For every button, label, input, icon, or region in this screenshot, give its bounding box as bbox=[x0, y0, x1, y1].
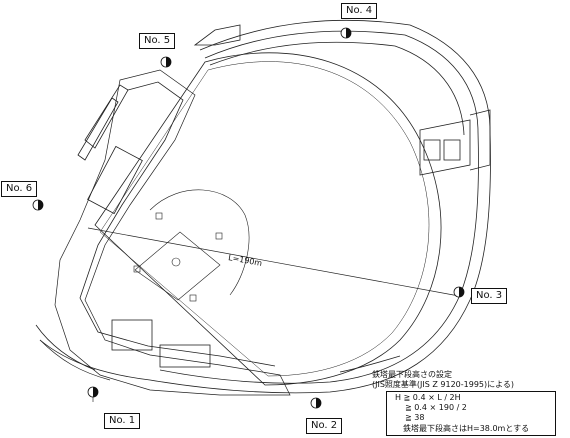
formula-line-1: H ≧ 0.4 × L / 2H bbox=[395, 393, 461, 402]
outfield-fence bbox=[94, 52, 442, 386]
notes-basis: (JIS照度基準(JIS Z 9120-1995)による) bbox=[372, 380, 515, 389]
east-ramp bbox=[469, 109, 491, 171]
west-building-inner bbox=[79, 81, 276, 367]
ne-building bbox=[193, 24, 241, 46]
tower-label-no4: No. 4 bbox=[341, 3, 378, 19]
pitcher-mound bbox=[171, 257, 181, 267]
tower-marker-no3 bbox=[453, 286, 465, 298]
formula-line-2: ≧ 0.4 × 190 / 2 bbox=[405, 403, 467, 412]
infield-arc bbox=[149, 189, 250, 296]
tower-label-no1: No. 1 bbox=[104, 413, 141, 429]
tower-marker-no5 bbox=[160, 56, 172, 68]
west-building bbox=[54, 69, 291, 396]
base-third bbox=[133, 265, 141, 273]
tower-marker-no1 bbox=[87, 386, 99, 402]
formula-line-3: ≧ 38 bbox=[405, 413, 425, 422]
field-inner bbox=[99, 61, 430, 377]
stand-block-south bbox=[159, 344, 211, 368]
tower-marker-no6 bbox=[32, 199, 44, 211]
tower-marker-no2 bbox=[310, 397, 322, 409]
formula-result: 鉄塔最下段高さはH=38.0mとする bbox=[403, 424, 530, 433]
inner-stand-outline bbox=[209, 41, 465, 136]
annex-strip bbox=[84, 84, 129, 149]
notes-title: 鉄塔最下段高さの設定 bbox=[372, 370, 452, 379]
base-second bbox=[155, 212, 163, 220]
tower-marker-no4 bbox=[340, 27, 352, 39]
formula-box: H ≧ 0.4 × L / 2H ≧ 0.4 × 190 / 2 ≧ 38 鉄塔… bbox=[386, 391, 556, 436]
nw-stand-2 bbox=[35, 324, 96, 371]
nw-stand bbox=[39, 339, 111, 381]
east-entrance bbox=[419, 119, 471, 176]
distance-line bbox=[87, 227, 460, 297]
base-first bbox=[215, 232, 223, 240]
middle-stand-outline bbox=[159, 30, 479, 384]
annex-strip-2 bbox=[77, 97, 119, 161]
tower-label-no3: No. 3 bbox=[471, 288, 508, 304]
tower-label-no2: No. 2 bbox=[306, 418, 343, 434]
tower-label-no5: No. 5 bbox=[139, 33, 176, 49]
height-notes: 鉄塔最下段高さの設定 (JIS照度基準(JIS Z 9120-1995)による)… bbox=[372, 370, 562, 436]
concourse-block bbox=[87, 145, 143, 215]
base-home bbox=[189, 294, 197, 302]
stand-block-south-2 bbox=[111, 319, 153, 351]
east-room-2 bbox=[443, 139, 461, 161]
diamond bbox=[134, 231, 221, 301]
east-room-1 bbox=[423, 139, 441, 161]
tower-label-no6: No. 6 bbox=[1, 181, 38, 197]
se-edge bbox=[339, 355, 401, 373]
